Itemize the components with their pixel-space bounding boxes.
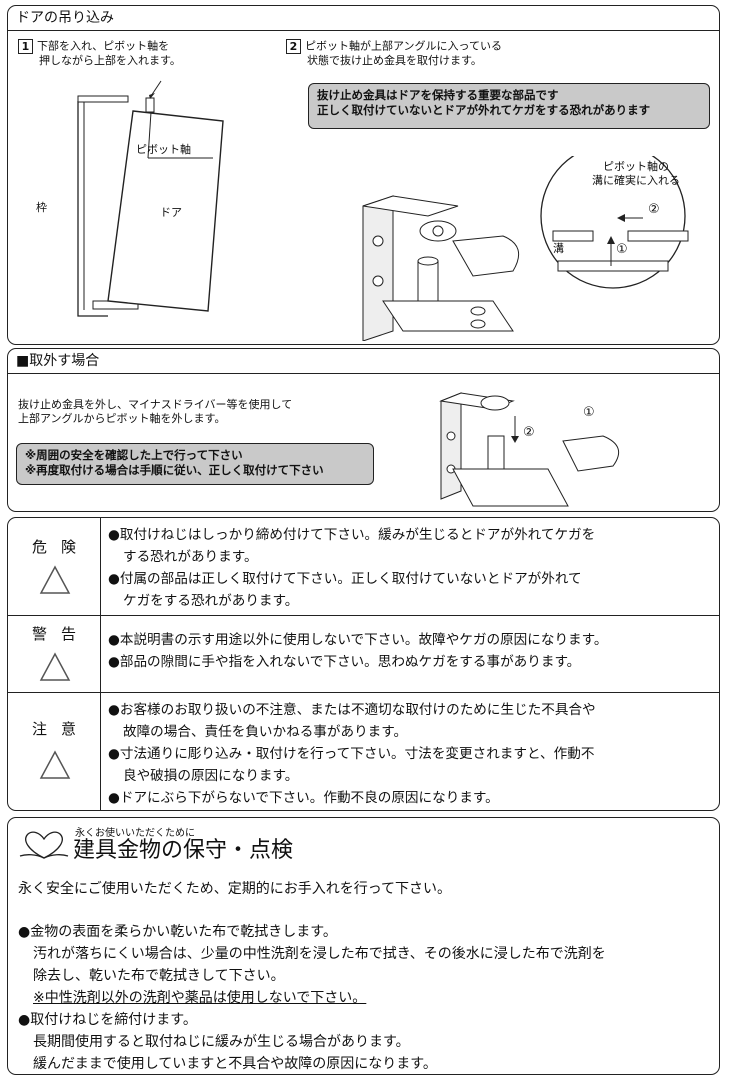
warning-text: ●本説明書の示す用途以外に使用しないで下さい。故障やケガの原因になります。 ●部… — [108, 632, 608, 670]
warning-box: 抜け止め金具はドアを保持する重要な部品です 正しく取付けていないとドアが外れてケ… — [308, 83, 710, 129]
caution-text: ●お客様のお取り扱いの不注意、または不適切な取付けのために生じた不具合や 故障の… — [108, 702, 596, 806]
circle-note: ピボット軸の 溝に確実に入れる — [592, 160, 680, 187]
danger-text: ●取付けねじはしっかり締め付けて下さい。緩みが生じるとドアが外れてケガを する恐… — [108, 527, 596, 609]
warning-label: 警告 — [31, 625, 90, 643]
caution-row: 注意 ●お客様のお取り扱いの不注意、または不適切な取付けのために生じた不具合や … — [8, 692, 719, 812]
section-title: ■取外す場合 — [8, 349, 719, 374]
danger-row: 危険 ●取付けねじはしっかり締め付けて下さい。緩みが生じるとドアが外れてケガを … — [8, 518, 719, 615]
marker-2: ② — [648, 202, 660, 217]
maint-intro: 永く安全にご使用いただくため、定期的にお手入れを行って下さい。 — [18, 881, 452, 897]
warning-row: 警告 ●本説明書の示す用途以外に使用しないで下さい。故障やケガの原因になります。… — [8, 615, 719, 692]
removal-marker-2: ② — [523, 425, 535, 440]
door-insertion-diagram — [77, 80, 224, 317]
warning-triangle-icon — [39, 750, 71, 779]
warning-triangle-icon — [39, 652, 71, 681]
maint-list: ●金物の表面を柔らかい乾いた布で乾拭きします。 汚れが落ちにくい場合は、少量の中… — [18, 924, 606, 1072]
notice-box: ※周囲の安全を確認した上で行って下さい ※再度取付ける場合は手順に従い、正しく取… — [16, 443, 374, 485]
maint-title: 建具金物の保守・点検 — [73, 838, 294, 863]
warning-triangle-icon — [39, 565, 71, 594]
groove-label: 溝 — [553, 242, 564, 255]
caution-label: 注意 — [31, 720, 90, 738]
maint-subtitle: 永くお使いいただくために — [75, 828, 195, 839]
removal-diagram — [439, 392, 620, 507]
marker-1: ① — [616, 242, 628, 257]
door-label: ドア — [160, 206, 182, 219]
step-number: 2 — [286, 39, 301, 54]
pivot-label: ピボット軸 — [136, 143, 191, 156]
step-number: 1 — [18, 39, 33, 54]
danger-label: 危険 — [31, 538, 90, 556]
frame-label: 枠 — [36, 201, 47, 214]
safety-table: 危険 ●取付けねじはしっかり締め付けて下さい。緩みが生じるとドアが外れてケガを … — [7, 517, 720, 811]
maintenance-section: 永くお使いいただくために 建具金物の保守・点検 永く安全にご使用いただくため、定… — [7, 817, 720, 1075]
section-title: ドアの吊り込み — [8, 6, 719, 31]
bracket-diagram — [362, 156, 689, 341]
section-removal: ■取外す場合 抜け止め金具を外し、マイナスドライバー等を使用して 上部アングルか… — [7, 348, 720, 512]
leaf-heart-icon — [19, 831, 69, 859]
removal-marker-1: ① — [583, 405, 595, 420]
removal-text: 抜け止め金具を外し、マイナスドライバー等を使用して 上部アングルからピボット軸を… — [18, 398, 293, 425]
